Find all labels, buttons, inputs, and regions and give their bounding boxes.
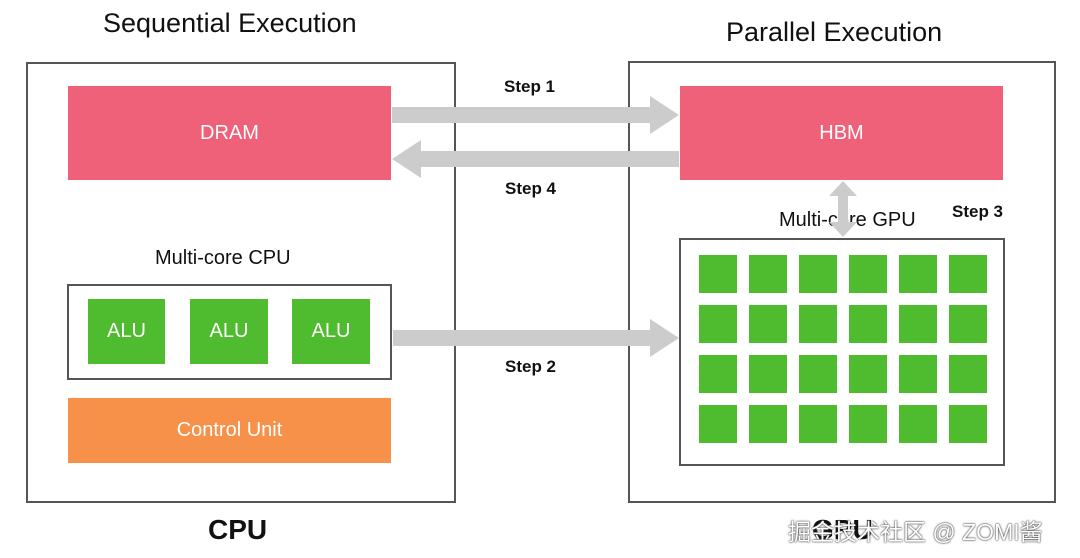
multicore-cpu-label: Multi-core CPU — [155, 247, 291, 269]
alu-block: ALU — [292, 299, 370, 364]
gpu-core — [799, 255, 837, 293]
gpu-core — [849, 405, 887, 443]
step2-arrow — [393, 319, 679, 357]
gpu-core — [949, 305, 987, 343]
gpu-core — [949, 355, 987, 393]
step2-label: Step 2 — [505, 357, 557, 376]
gpu-core — [949, 255, 987, 293]
gpu-core — [699, 355, 737, 393]
dram-label: DRAM — [200, 121, 259, 144]
gpu-core — [849, 355, 887, 393]
hbm-label: HBM — [819, 121, 864, 144]
gpu-core — [749, 355, 787, 393]
gpu-core — [699, 305, 737, 343]
gpu-core — [749, 305, 787, 343]
gpu-core — [749, 255, 787, 293]
gpu-core — [899, 405, 937, 443]
dram-block: DRAM — [68, 86, 391, 180]
gpu-core — [799, 355, 837, 393]
gpu-core — [899, 355, 937, 393]
gpu-core — [699, 255, 737, 293]
gpu-core — [799, 405, 837, 443]
cpu-label: CPU — [208, 514, 268, 545]
hbm-block: HBM — [680, 86, 1003, 180]
step4-label: Step 4 — [505, 179, 557, 198]
step3-arrow — [829, 181, 857, 237]
alu-label: ALU — [311, 320, 351, 342]
sequential-execution-title: Sequential Execution — [103, 8, 357, 38]
gpu-core — [849, 255, 887, 293]
step1-arrow — [392, 96, 679, 134]
alu-block: ALU — [88, 299, 165, 364]
gpu-core — [749, 405, 787, 443]
alu-block: ALU — [190, 299, 268, 364]
alu-label: ALU — [107, 320, 146, 342]
alu-label: ALU — [209, 320, 249, 342]
gpu-core — [899, 305, 937, 343]
gpu-core — [849, 305, 887, 343]
watermark: 掘金技术社区 @ ZOMI酱 — [788, 519, 1043, 545]
gpu-core — [799, 305, 837, 343]
gpu-core — [949, 405, 987, 443]
step4-arrow — [392, 140, 679, 178]
step3-label: Step 3 — [952, 202, 1004, 221]
control-unit-label: Control Unit — [176, 419, 283, 441]
gpu-label: GPU — [812, 514, 873, 545]
step1-label: Step 1 — [504, 77, 556, 96]
gpu-core-grid — [699, 255, 987, 443]
gpu-core — [899, 255, 937, 293]
gpu-core — [699, 405, 737, 443]
control-unit-block: Control Unit — [68, 398, 391, 463]
parallel-execution-title: Parallel Execution — [726, 17, 943, 47]
